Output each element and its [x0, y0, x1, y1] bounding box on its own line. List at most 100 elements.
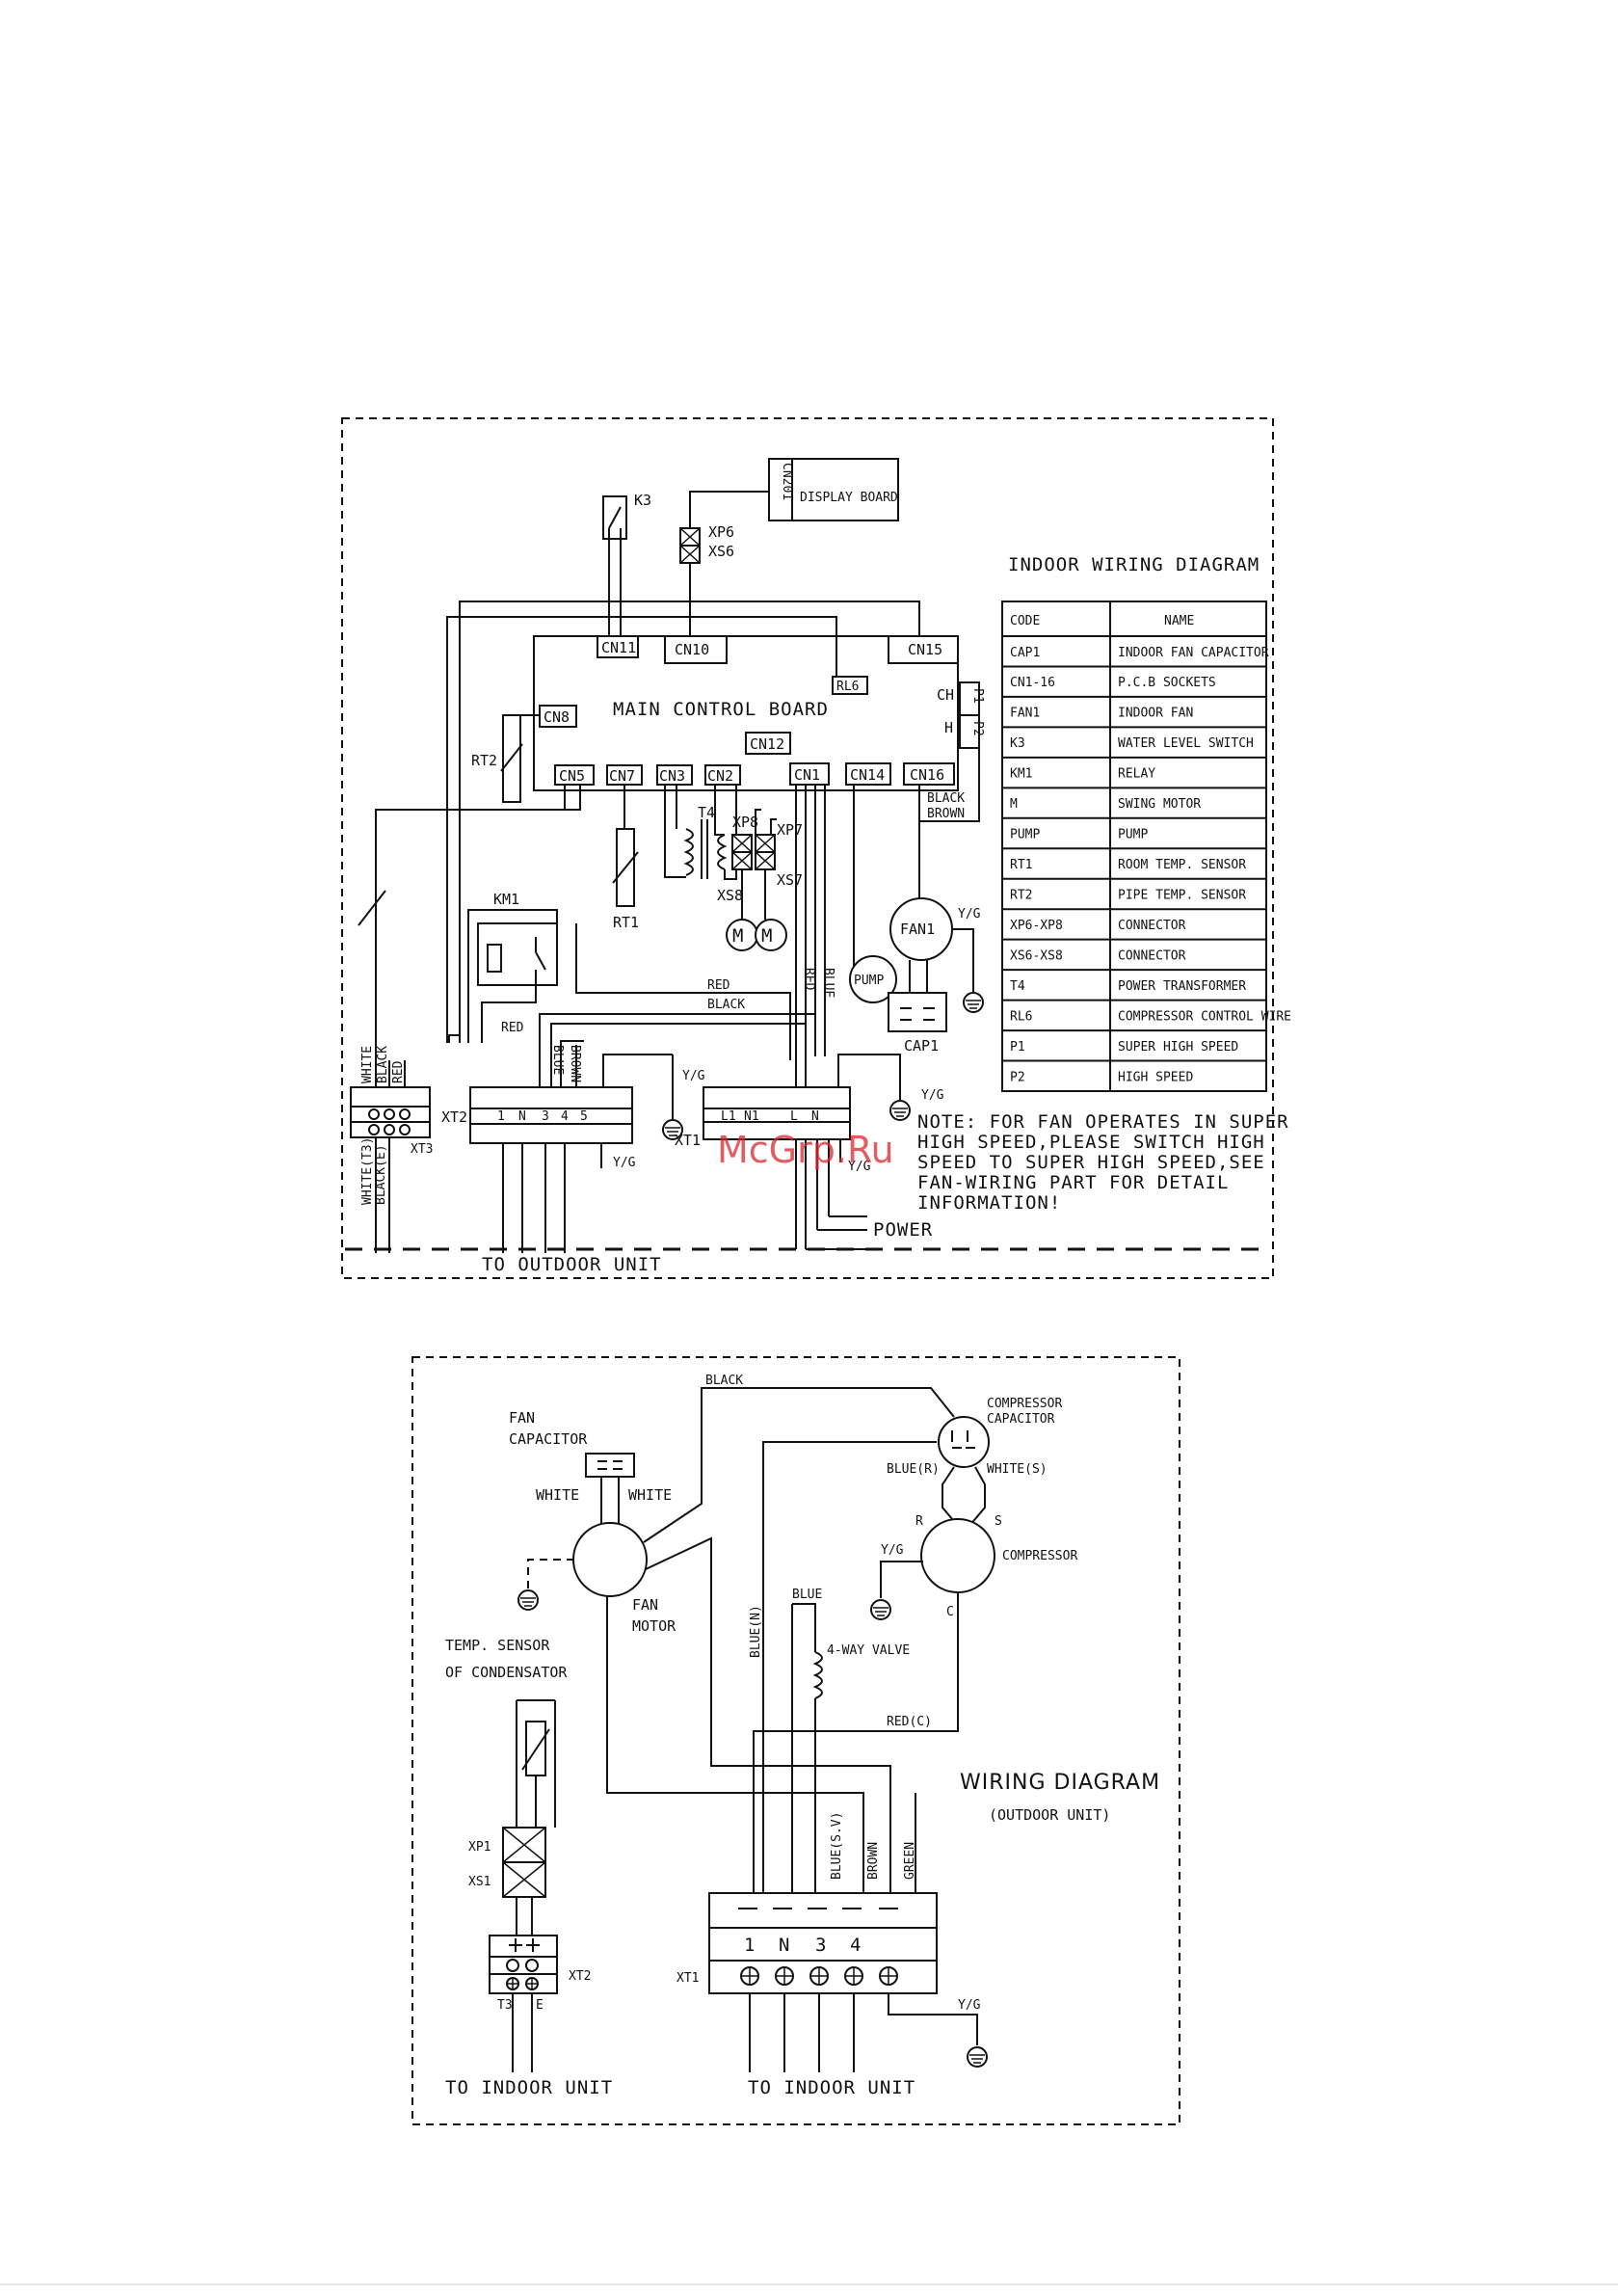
red-label-xt3: RED	[391, 1060, 406, 1083]
ground-icon	[967, 2046, 988, 2068]
p1-label: P1	[970, 688, 985, 704]
xp7-label: XP7	[777, 821, 803, 839]
table-cell-name: COMPRESSOR CONTROL WIRE	[1118, 1009, 1291, 1024]
pipe-temp-sensor-rt2	[500, 714, 540, 803]
outdoor-xt1-terminal-4: 4	[850, 1935, 862, 1956]
xp6-label: XP6	[708, 523, 734, 541]
swing-motor-1-label: M	[732, 925, 744, 947]
xt2-terminal-3: 3	[542, 1109, 549, 1124]
compressor-capacitor-label: CAPACITOR	[987, 1412, 1055, 1427]
table-cell-name: POWER TRANSFORMER	[1118, 979, 1246, 994]
outdoor-xt2-label: XT2	[569, 1969, 591, 1984]
connector-xp8-xp7	[731, 809, 777, 920]
white-label-xt3: WHITE	[360, 1046, 375, 1083]
green-label: GREEN	[903, 1842, 917, 1880]
to-indoor-unit-left: TO INDOOR UNIT	[445, 2077, 613, 2098]
rt2-label: RT2	[471, 752, 497, 769]
fan-capacitor	[585, 1453, 635, 1478]
swing-motor-2-label: M	[761, 925, 773, 947]
cn3-connector	[656, 764, 693, 786]
outdoor-xt1-terminal-1: 1	[744, 1935, 756, 1956]
outdoor-subtitle: (OUTDOOR UNIT)	[989, 1806, 1110, 1824]
table-cell-code: T4	[1010, 979, 1025, 994]
cap1-label: CAP1	[904, 1037, 939, 1055]
four-way-valve-label: 4-WAY VALVE	[827, 1643, 910, 1658]
note-line: HIGH SPEED,PLEASE SWITCH HIGH	[917, 1132, 1265, 1153]
main-board-label: MAIN CONTROL BOARD	[613, 699, 829, 720]
cn15-connector	[888, 635, 959, 664]
display-connector-label: CN201	[780, 463, 794, 500]
connector-xp1-xs1	[502, 1827, 546, 1898]
cn8-label: CN8	[544, 708, 570, 726]
display-board-label: DISPLAY BOARD	[800, 491, 898, 505]
brown-label: BROWN	[866, 1842, 881, 1880]
temp-sensor-label: OF CONDENSATOR	[445, 1664, 568, 1681]
xp8-label: XP8	[732, 814, 758, 831]
xt1-terminal-l1: L1	[721, 1109, 736, 1124]
rl6-label: RL6	[836, 680, 859, 694]
fan-capacitor-cap1	[888, 960, 947, 1032]
red-wire-label-vertical: RED	[802, 968, 816, 991]
table-cell-name: RELAY	[1118, 767, 1155, 782]
cn12-label: CN12	[750, 735, 784, 753]
p2-connector	[959, 714, 980, 749]
temp-sensor-label: TEMP. SENSOR	[445, 1637, 550, 1654]
cn5-label: CN5	[559, 767, 585, 785]
note-line: FAN-WIRING PART FOR DETAIL	[917, 1172, 1229, 1193]
outdoor-xt1-label: XT1	[676, 1971, 699, 1986]
table-header-name: NAME	[1164, 614, 1194, 628]
indoor-frame	[341, 417, 1274, 1279]
outdoor-xt1-yg-label: Y/G	[958, 1998, 981, 2013]
c-label: C	[946, 1605, 954, 1619]
outdoor-title: WIRING DIAGRAM	[960, 1771, 1160, 1795]
brown-wire-label: BROWN	[927, 807, 965, 821]
red-c-label: RED(C)	[887, 1715, 932, 1729]
t4-label: T4	[698, 804, 715, 821]
white-label-left: WHITE	[536, 1486, 579, 1504]
xt1-terminal-n1: N1	[744, 1109, 759, 1124]
table-cell-name: P.C.B SOCKETS	[1118, 676, 1216, 690]
cn14-label: CN14	[850, 766, 885, 784]
black-wire-label: BLACK	[705, 1374, 743, 1388]
xt2-terminal-5: 5	[580, 1109, 588, 1124]
outdoor-terminal-xt1	[708, 1892, 938, 1994]
table-header-code: CODE	[1010, 614, 1040, 628]
cn16-label: CN16	[910, 766, 944, 784]
blue-r-label: BLUE(R)	[887, 1462, 940, 1477]
black-wire-label-2: BLACK	[707, 998, 745, 1012]
r-label: R	[915, 1514, 923, 1529]
xs7-label: XS7	[777, 871, 803, 889]
terminal-xt3	[350, 1086, 431, 1138]
table-cell-name: WATER LEVEL SWITCH	[1118, 736, 1254, 751]
indoor-wiring-diagram: CN201 DISPLAY BOARD XP6 XS6 K3 MAIN CONT…	[341, 417, 1291, 1279]
rt1-label: RT1	[613, 914, 639, 931]
outdoor-wiring-diagram: FAN CAPACITOR WHITE WHITE FAN MOTOR BLAC…	[411, 1356, 1180, 2125]
table-cell-code: XP6-XP8	[1010, 919, 1063, 933]
cn10-connector	[664, 635, 728, 664]
table-cell-name: ROOM TEMP. SENSOR	[1118, 858, 1246, 872]
note-line: NOTE: FOR FAN OPERATES IN SUPER	[917, 1111, 1289, 1133]
power-label: POWER	[873, 1219, 933, 1241]
s-label: S	[995, 1514, 1002, 1529]
xt2-terminal-1: 1	[497, 1109, 505, 1124]
compressor-yg-label: Y/G	[881, 1543, 904, 1558]
to-outdoor-unit-label: TO OUTDOOR UNIT	[482, 1254, 662, 1275]
cn10-label: CN10	[675, 641, 709, 658]
table-cell-name: INDOOR FAN	[1118, 707, 1193, 721]
to-indoor-unit-right: TO INDOOR UNIT	[748, 2077, 915, 2098]
indoor-title: INDOOR WIRING DIAGRAM	[1008, 554, 1260, 575]
xt2-ground-yg-label: Y/G	[682, 1069, 705, 1083]
ground-icon	[963, 992, 984, 1013]
table-cell-name: CONNECTOR	[1118, 948, 1186, 963]
xt1-terminal-n: N	[811, 1109, 819, 1124]
black-e-label: BLACK(E)	[374, 1144, 388, 1205]
table-cell-name: PIPE TEMP. SENSOR	[1118, 889, 1246, 903]
fan-motor-label: FAN	[632, 1596, 658, 1614]
brown-label-xt2: BROWN	[568, 1045, 582, 1082]
h-label: H	[944, 719, 953, 736]
xt3-label: XT3	[411, 1142, 433, 1157]
pump-icon	[849, 955, 897, 1003]
main-control-board	[533, 635, 959, 791]
